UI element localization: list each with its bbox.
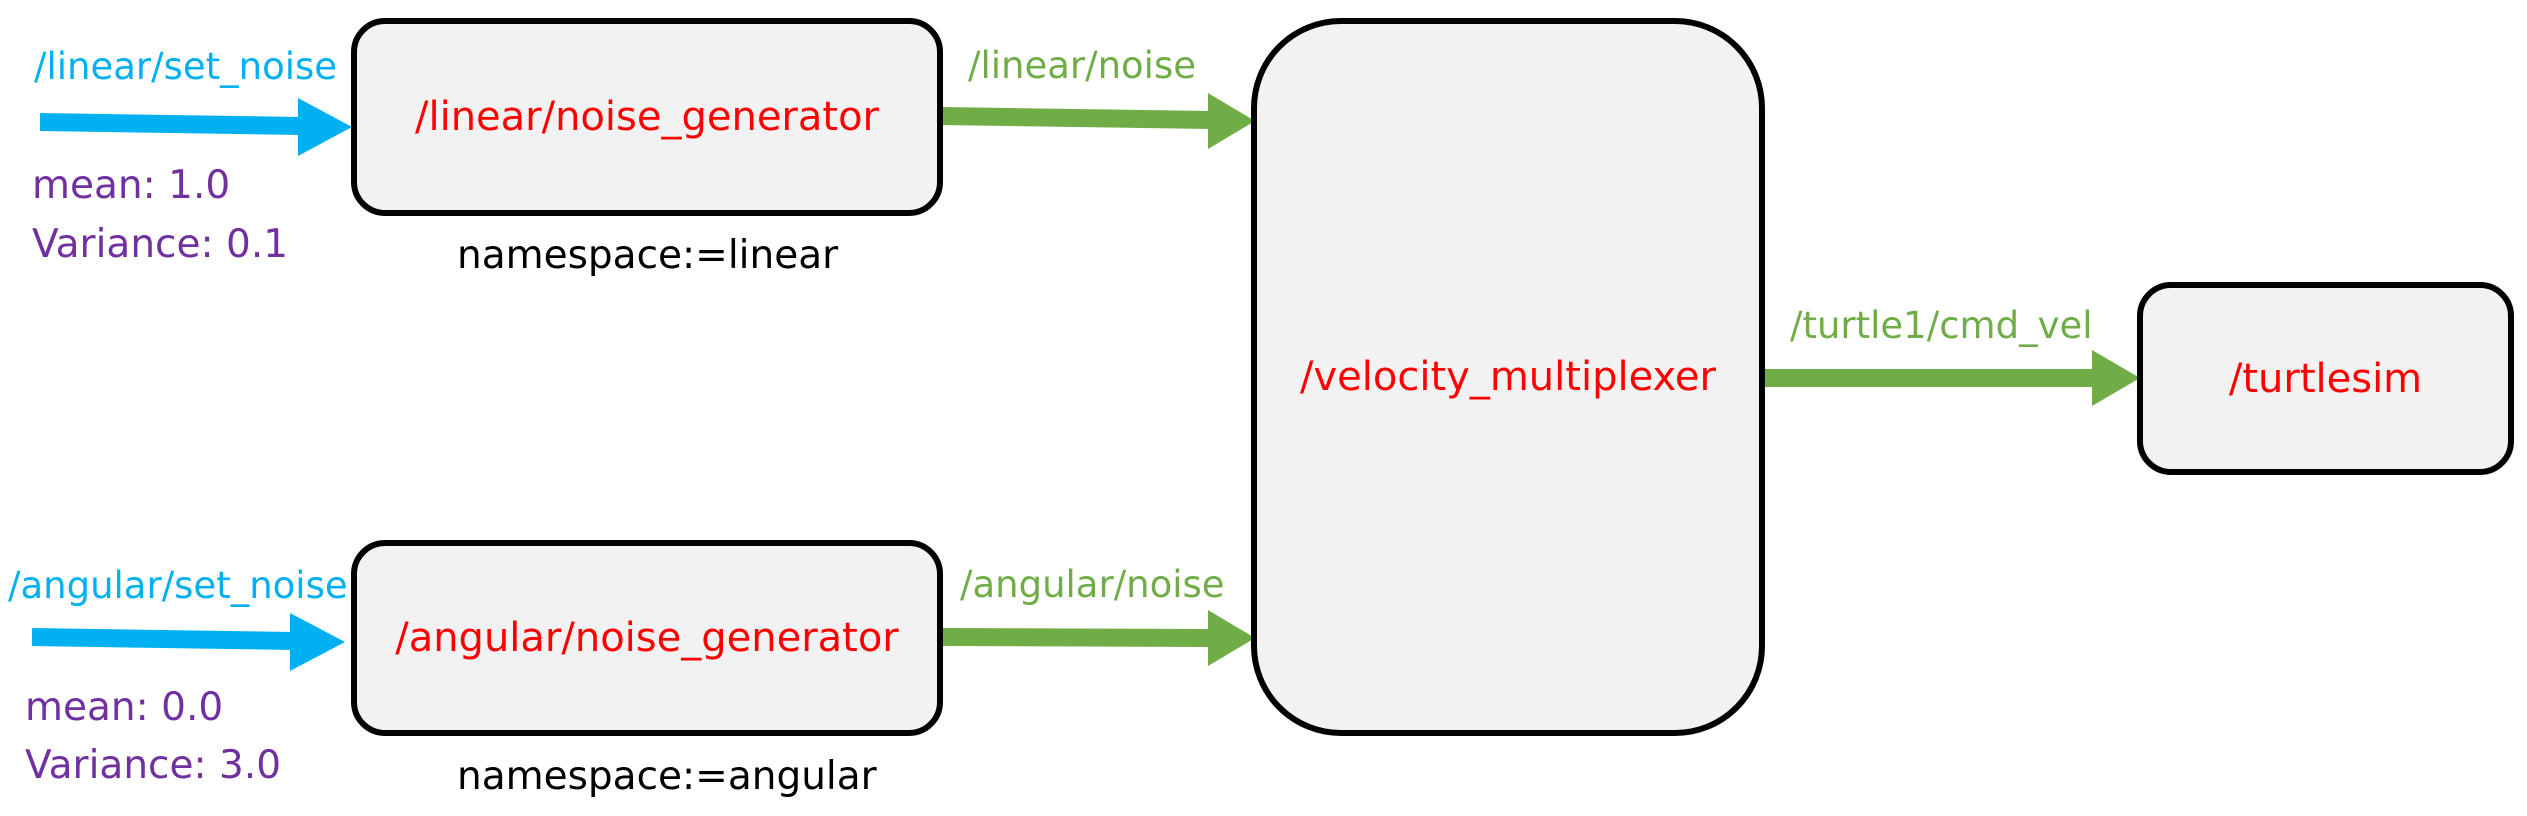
arrow-linear-noise [940, 93, 1255, 149]
node-turtlesim-label: /turtlesim [2228, 355, 2423, 402]
node-linear-noise-generator: /linear/noise_generator [351, 18, 943, 216]
param-angular-mean: mean: 0.0 [25, 685, 224, 730]
arrow-angular-noise [940, 610, 1255, 666]
param-linear-mean: mean: 1.0 [32, 163, 231, 208]
arrow-angular-set-noise [31, 613, 345, 671]
node-velocity-multiplexer-label: /velocity_multiplexer [1300, 354, 1716, 400]
topic-linear-noise: /linear/noise [968, 44, 1196, 87]
topic-angular-noise: /angular/noise [960, 563, 1225, 606]
param-angular-variance: Variance: 3.0 [25, 743, 282, 788]
node-linear-noise-generator-label: /linear/noise_generator [414, 94, 879, 140]
node-velocity-multiplexer: /velocity_multiplexer [1251, 18, 1765, 736]
node-turtlesim: /turtlesim [2137, 282, 2514, 475]
topic-turtle1-cmd-vel: /turtle1/cmd_vel [1790, 304, 2093, 347]
topic-linear-set-noise: /linear/set_noise [34, 45, 338, 88]
namespace-linear: namespace:=linear [457, 233, 839, 278]
node-angular-noise-generator-label: /angular/noise_generator [395, 615, 899, 661]
topic-angular-set-noise: /angular/set_noise [8, 564, 348, 607]
node-angular-noise-generator: /angular/noise_generator [351, 540, 943, 736]
namespace-angular: namespace:=angular [457, 754, 877, 799]
param-linear-variance: Variance: 0.1 [32, 222, 289, 267]
arrow-cmd-vel [1763, 350, 2140, 406]
arrow-linear-set-noise [39, 98, 352, 156]
